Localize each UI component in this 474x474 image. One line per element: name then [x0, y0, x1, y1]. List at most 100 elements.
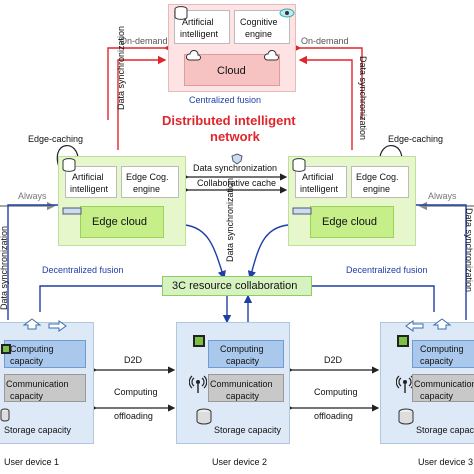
device-middle-computing [208, 340, 284, 368]
edge-right-cog-label-1: Edge Cog. [356, 172, 399, 182]
device-middle-name: User device 2 [212, 457, 268, 467]
decentralized-links [39, 281, 435, 324]
edge-left-ai-label-1: Artificial [72, 172, 104, 182]
on-demand-left-label: On-demand [120, 36, 168, 46]
offload-left-label-2: offloading [114, 411, 153, 421]
center-data-sync-label: Data synchronization [225, 177, 235, 262]
edge-left-ai-label-2: intelligent [70, 184, 109, 194]
device-right-communication-label-2: capacity [420, 391, 454, 401]
collaborative-cache-label: Collaborative cache [197, 178, 277, 188]
device-middle-communication-label-1: Communication [210, 379, 273, 389]
cloud-upload-icon [186, 50, 201, 61]
storage-icon [398, 408, 414, 425]
always-right-label: Always [428, 191, 457, 201]
cloud-download-icon [264, 50, 279, 61]
data-sync-right-label: Data synchronization [358, 56, 368, 141]
chip-icon [193, 335, 205, 347]
outer-sync-links [7, 204, 467, 320]
device-middle-communication [208, 374, 284, 402]
upload-arrow-icon [22, 318, 42, 330]
edge-left-cog-box [121, 166, 179, 198]
device-right-computing-label-1: Computing [420, 344, 464, 354]
shield-icon [231, 153, 243, 165]
cloud-label: Cloud [217, 65, 246, 77]
eye-icon [279, 8, 295, 18]
device-left-computing-label-2: capacity [10, 356, 44, 366]
device-left-communication [4, 374, 86, 402]
data-sync-left-label: Data synchronization [116, 25, 126, 110]
server-icon [292, 207, 312, 215]
edge-caching-right-label: Edge-caching [388, 134, 444, 144]
resource-collaboration-label: 3C resource collaboration [172, 280, 298, 292]
diagram-title-line1: Distributed intelligent [162, 113, 296, 128]
device-right-computing-label-2: capacity [420, 356, 454, 366]
device-middle-communication-label-2: capacity [226, 391, 260, 401]
edge-caching-left-label: Edge-caching [28, 134, 84, 144]
cloud-cog-label-2: engine [245, 29, 273, 39]
edge-right-ai-label-1: Artificial [302, 172, 334, 182]
edge-data-sync-label: Data synchronization [193, 163, 278, 173]
device-right-computing [412, 340, 474, 368]
d2d-right-label: D2D [324, 355, 343, 365]
edge-left-cog-label-1: Edge Cog. [126, 172, 169, 182]
device-left-communication-label-1: Communication [6, 379, 69, 389]
resource-collaboration-box [162, 276, 312, 296]
edge-to-3c-links [177, 219, 296, 280]
edge-right-ai-box [295, 166, 347, 198]
on-demand-links [107, 43, 363, 150]
device-left-computing-label-1: Computing [10, 344, 54, 354]
antenna-icon [396, 375, 414, 393]
storage-icon [196, 408, 212, 425]
outer-right-data-sync-label: Data synchronization [464, 208, 474, 293]
offload-left-label-1: Computing [114, 387, 158, 397]
device-middle-computing-label-2: capacity [226, 356, 260, 366]
right-arrow-icon [48, 320, 67, 332]
decentralized-fusion-right-label: Decentralized fusion [346, 265, 428, 275]
offload-right-label-1: Computing [314, 387, 358, 397]
device-links [90, 366, 380, 412]
decentralized-fusion-left-label: Decentralized fusion [42, 265, 124, 275]
device-right-name: User device 3 [418, 457, 474, 467]
device-right-communication [412, 374, 474, 402]
edge-left-label: Edge cloud [92, 216, 148, 228]
edge-left-cog-label-2: engine [133, 184, 161, 194]
chip-icon [1, 344, 11, 354]
edge-right-inner [310, 206, 394, 238]
storage-icon [0, 408, 10, 422]
offload-right-label-2: offloading [314, 411, 353, 421]
outer-left-data-sync-label: Data synchronization [0, 225, 9, 310]
edge-sync-links [182, 173, 288, 194]
server-icon [62, 207, 82, 215]
on-demand-right-label: On-demand [301, 36, 349, 46]
cloud-ai-label-2: intelligent [180, 29, 219, 39]
database-icon [174, 6, 188, 20]
database-icon [292, 158, 306, 172]
upload-arrow-icon [432, 318, 452, 330]
edge-right-cog-box [351, 166, 409, 198]
edge-right-cog-label-2: engine [363, 184, 391, 194]
device-left-computing [4, 340, 86, 368]
cloud-cog-label-1: Cognitive [240, 17, 278, 27]
device-left-name: User device 1 [4, 457, 60, 467]
device-right-communication-label-1: Communication [414, 379, 474, 389]
cloud-inner-box [184, 54, 280, 86]
device-middle-storage-label: Storage capacity [214, 425, 282, 435]
diagram-title-line2: network [210, 129, 260, 144]
device-left-communication-label-2: capacity [10, 391, 44, 401]
device-middle-computing-label-1: Computing [220, 344, 264, 354]
always-left-label: Always [18, 191, 47, 201]
antenna-icon [189, 375, 207, 393]
left-arrow-icon [405, 320, 424, 332]
edge-right-ai-label-2: intelligent [300, 184, 339, 194]
edge-left-ai-box [65, 166, 117, 198]
d2d-left-label: D2D [124, 355, 143, 365]
device-right-storage-label: Storage capacity [416, 425, 474, 435]
edge-left-inner [80, 206, 164, 238]
cloud-ai-label-1: Artificial [182, 17, 214, 27]
cloud-cog-box [234, 10, 290, 44]
database-icon [62, 158, 76, 172]
centralized-fusion-caption: Centralized fusion [189, 95, 262, 105]
chip-icon [397, 335, 409, 347]
edge-right-label: Edge cloud [322, 216, 378, 228]
